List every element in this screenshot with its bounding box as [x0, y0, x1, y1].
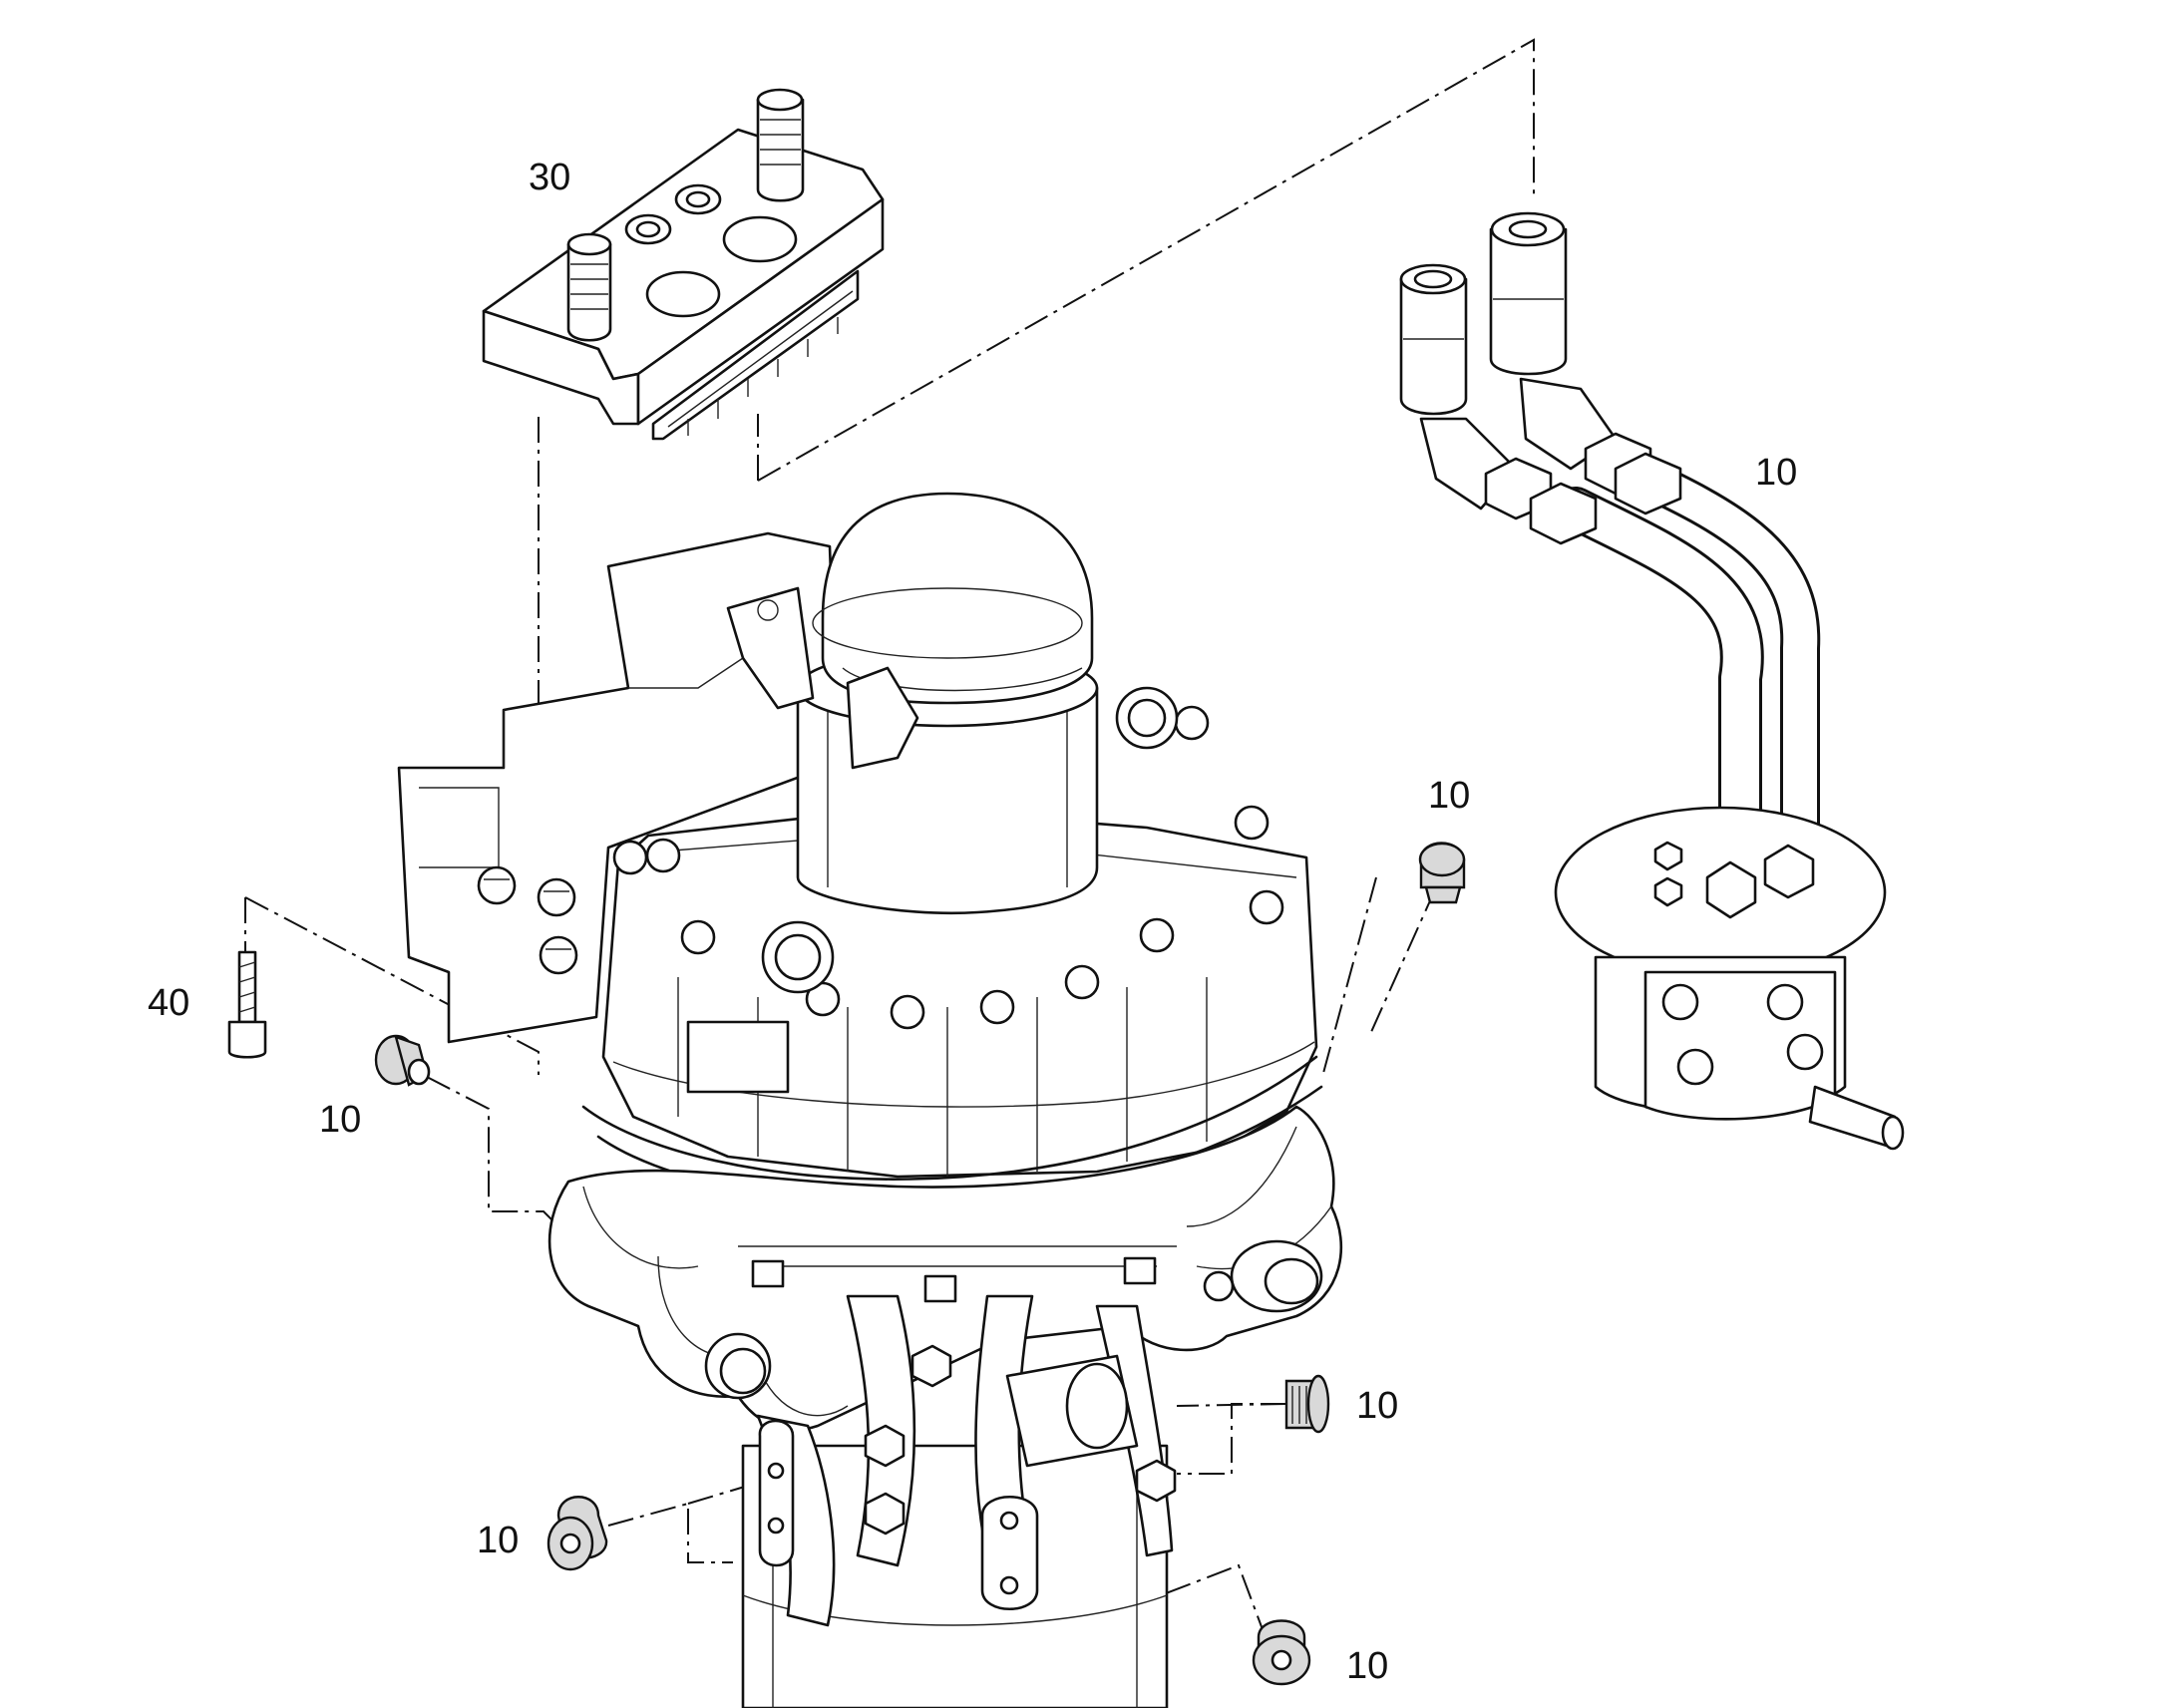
- cap-screw: [227, 950, 267, 1059]
- plug-right-mid: [1284, 1374, 1330, 1434]
- hose-assembly: [1399, 211, 1905, 1151]
- callout-10-plug-left: 10: [319, 1099, 361, 1141]
- callout-10-plug-top-right: 10: [1428, 775, 1470, 817]
- shaft-and-legs: [741, 1294, 1177, 1708]
- plug-left: [374, 1034, 431, 1087]
- plug-top-right: [1418, 842, 1466, 904]
- plugs: [374, 842, 1466, 1686]
- callout-10-plug-right-mid: 10: [1356, 1385, 1398, 1427]
- callout-10-plug-bottom-right: 10: [1346, 1645, 1388, 1687]
- callout-40: 40: [148, 982, 189, 1024]
- callout-10-hose: 10: [1755, 452, 1797, 494]
- manifold-block: [482, 88, 885, 441]
- lower-body: [547, 1105, 1343, 1431]
- main-housing: [397, 531, 1323, 1205]
- callout-labels: 30 10 10 40 10 10 10 10: [148, 157, 1797, 1687]
- top-cap: [726, 492, 1099, 915]
- plug-bottom-left: [546, 1496, 608, 1571]
- callout-30: 30: [529, 157, 570, 198]
- plug-bottom-right: [1252, 1619, 1311, 1686]
- callout-10-plug-bottom-left: 10: [477, 1520, 519, 1561]
